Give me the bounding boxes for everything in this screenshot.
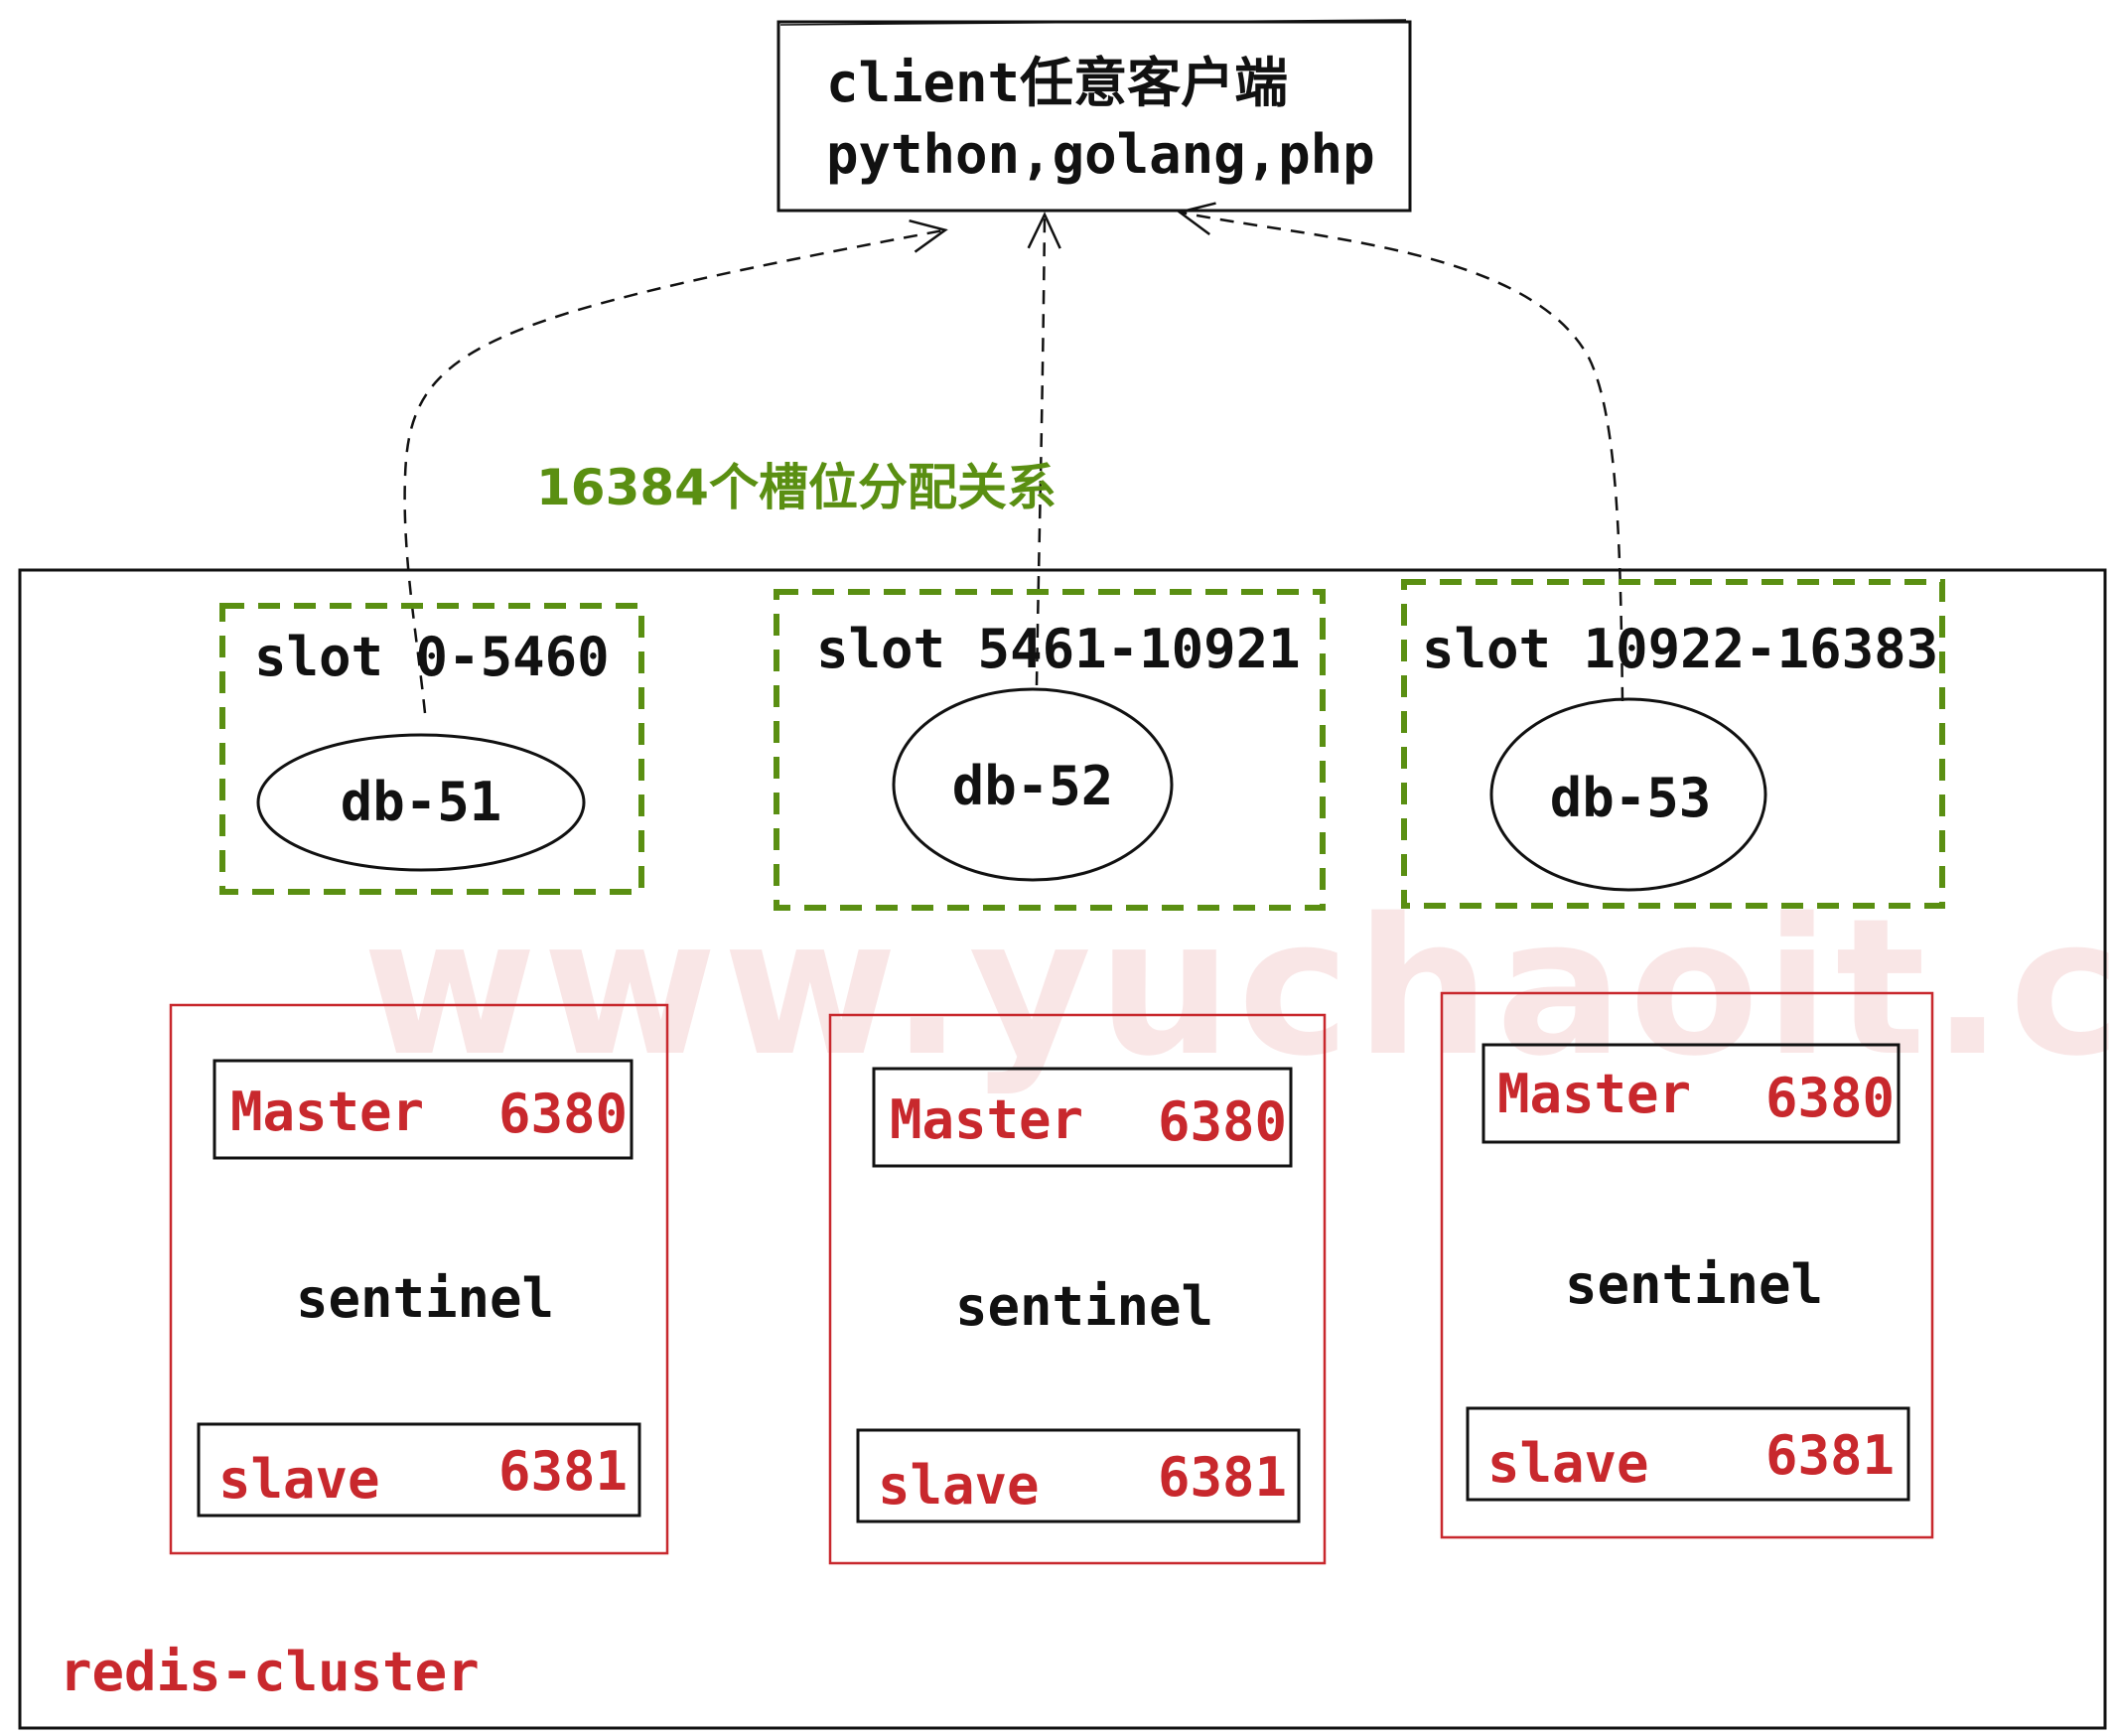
- slave-box: [856, 1428, 1301, 1523]
- watermark-text: www.yuchaoit.cn: [362, 878, 2114, 1097]
- master-label: Master: [230, 1081, 424, 1143]
- slave-box: [197, 1422, 641, 1518]
- master-port: 6380: [1765, 1067, 1895, 1129]
- slave-port: 6381: [1765, 1424, 1895, 1487]
- sentinel-label: sentinel: [955, 1275, 1213, 1338]
- shard-1: slot 0-5460 db-51 Master 6380 sentinel s…: [169, 603, 669, 1555]
- sentinel-group-1: [169, 1003, 669, 1555]
- sentinel-label: sentinel: [296, 1267, 554, 1330]
- slave-label: slave: [1487, 1432, 1649, 1495]
- slave-port: 6381: [1158, 1446, 1287, 1509]
- sentinel-group-2: [828, 1013, 1327, 1565]
- slot-mapping-label: 16384个槽位分配关系: [536, 459, 1057, 516]
- slot-map-arrows: [403, 202, 1624, 714]
- slot-group-1: [219, 603, 644, 895]
- slave-label: slave: [218, 1448, 380, 1511]
- arrow-db52-to-client: [1027, 212, 1061, 686]
- slot-range-label: slot 10922-16383: [1422, 618, 1938, 680]
- db-node-label: db-53: [1550, 767, 1712, 829]
- slot-group-3: [1401, 579, 1945, 909]
- slave-label: slave: [878, 1454, 1040, 1517]
- arrow-db53-to-client: [1177, 202, 1624, 702]
- slave-port: 6381: [498, 1440, 628, 1503]
- sentinel-label: sentinel: [1565, 1253, 1823, 1316]
- cluster-label: redis-cluster: [60, 1641, 480, 1703]
- db-node-label: db-52: [952, 755, 1114, 817]
- db-node-ellipse: [256, 733, 586, 872]
- slot-range-label: slot 5461-10921: [816, 618, 1301, 680]
- shard-3: slot 10922-16383 db-53 Master 6380 senti…: [1401, 579, 1945, 1539]
- db-node-ellipse: [1489, 697, 1767, 892]
- master-label: Master: [1497, 1063, 1691, 1125]
- master-label: Master: [890, 1088, 1083, 1151]
- master-box: [872, 1067, 1293, 1168]
- client-title: client任意客户端: [826, 52, 1288, 114]
- shard-2: slot 5461-10921 db-52 Master 6380 sentin…: [774, 589, 1327, 1565]
- slave-box: [1466, 1406, 1910, 1502]
- master-box: [212, 1059, 634, 1160]
- db-node-label: db-51: [341, 771, 502, 833]
- master-port: 6380: [498, 1083, 628, 1145]
- db-node-ellipse: [892, 687, 1174, 882]
- slot-range-label: slot 0-5460: [254, 626, 610, 688]
- client-box: client任意客户端 python,golang,php: [776, 19, 1412, 213]
- client-languages: python,golang,php: [826, 123, 1375, 186]
- master-port: 6380: [1158, 1090, 1287, 1153]
- redis-cluster-box: redis-cluster: [18, 568, 2107, 1730]
- arrow-db51-to-client: [403, 218, 948, 714]
- master-box: [1481, 1043, 1901, 1144]
- sentinel-group-3: [1440, 991, 1934, 1539]
